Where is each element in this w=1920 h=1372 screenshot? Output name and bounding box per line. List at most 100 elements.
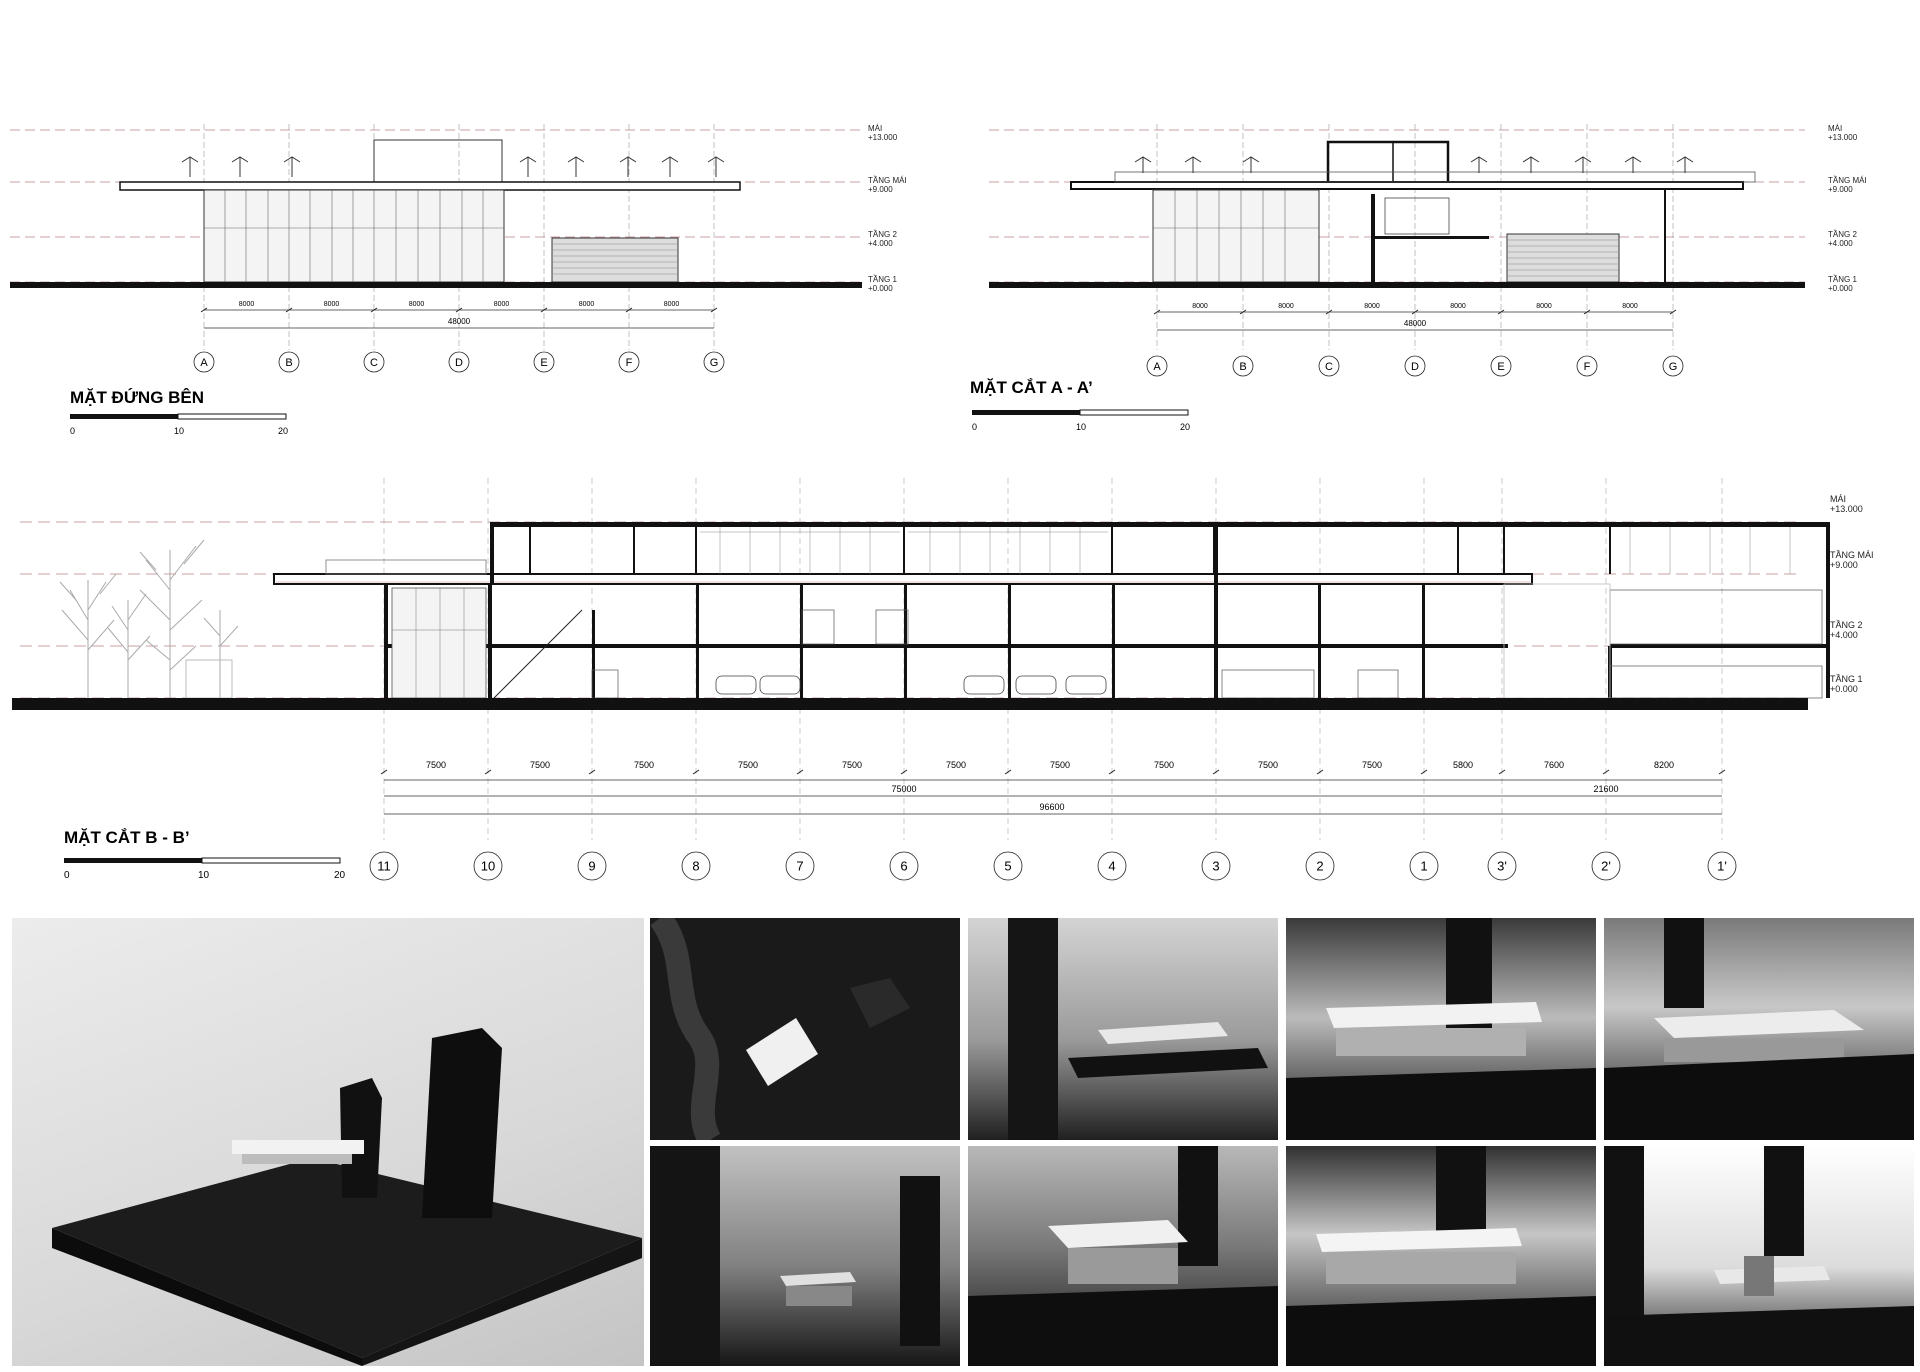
span-label: 7500 xyxy=(530,760,550,770)
grid-label: F xyxy=(626,357,633,369)
level-elev: +0.000 xyxy=(1830,684,1858,694)
dimension-tick xyxy=(1602,769,1610,775)
level-elev: +4.000 xyxy=(1828,239,1853,248)
span-label: 5800 xyxy=(1453,760,1473,770)
grid-bubble xyxy=(363,351,385,373)
grid-label: 8 xyxy=(692,859,699,874)
grid-bubble xyxy=(193,351,215,373)
grid-label: G xyxy=(710,357,719,369)
scale-tick: 20 xyxy=(278,426,288,436)
dimension-tick xyxy=(900,769,908,775)
grid-label: A xyxy=(200,357,208,369)
level-name: TẦNG 2 xyxy=(1828,230,1857,239)
dimension-tick xyxy=(455,307,463,313)
grid-bubble xyxy=(448,351,470,373)
level-name: TẦNG 1 xyxy=(868,275,897,284)
stair xyxy=(493,609,583,699)
dimension-tick xyxy=(1420,769,1428,775)
upper-volume xyxy=(1326,140,1450,188)
grid-bubble xyxy=(1404,355,1426,377)
roof-slab-upper xyxy=(490,522,1830,527)
grid-bubble xyxy=(703,351,725,373)
model-closeup-photo-3 xyxy=(1604,918,1914,1140)
scale-tick: 10 xyxy=(198,870,210,881)
dimension-tick xyxy=(1316,769,1324,775)
level-name: TẦNG MÁI xyxy=(868,176,907,185)
grid-label: 3 xyxy=(1212,859,1219,874)
level-name: TẦNG 1 xyxy=(1828,275,1857,284)
span-label: 7500 xyxy=(426,760,446,770)
grid-label: F xyxy=(1584,361,1591,373)
span-label: 8000 xyxy=(664,301,680,308)
scale-bar-aa: 0 10 20 xyxy=(972,409,1190,432)
grid-bubble xyxy=(618,351,640,373)
span-label: 8000 xyxy=(1450,303,1466,310)
roof-umbrellas xyxy=(1134,156,1694,173)
span-label: 8000 xyxy=(324,301,340,308)
grid-label: B xyxy=(285,357,292,369)
grid-bubble xyxy=(278,351,300,373)
model-closeup-photo-5 xyxy=(968,1146,1278,1366)
dimension-tick xyxy=(1212,769,1220,775)
model-closeup-photo-7 xyxy=(1604,1146,1914,1366)
grid-label: 6 xyxy=(900,859,907,874)
level-elev: +9.000 xyxy=(868,185,893,194)
span-label: 8000 xyxy=(1192,303,1208,310)
scale-bar-side: 0 10 20 xyxy=(70,413,288,436)
grid-label: 1 xyxy=(1420,859,1427,874)
glass-facade xyxy=(203,189,505,283)
grid-label: 11 xyxy=(377,859,391,874)
grid-bubble xyxy=(577,851,607,881)
drawing-title-side-elevation: MẶT ĐỨNG BÊN xyxy=(70,388,205,407)
parking-screen-hatch xyxy=(552,243,678,275)
model-closeup-photo-2 xyxy=(1286,918,1596,1140)
level-name: TẦNG MÁI xyxy=(1828,176,1867,185)
grid-label: A xyxy=(1153,361,1161,373)
level-elev: +9.000 xyxy=(1828,185,1853,194)
level-name: TẦNG MÁI xyxy=(1830,550,1874,560)
grid-label: 2 xyxy=(1316,859,1323,874)
dimension-tick xyxy=(1004,769,1012,775)
dimension-tick xyxy=(1583,309,1591,315)
grid-label: C xyxy=(370,357,378,369)
grid-bubble xyxy=(1490,355,1512,377)
scale-tick: 20 xyxy=(334,870,346,881)
span-label: 7500 xyxy=(738,760,758,770)
total-dimension: 96600 xyxy=(1039,802,1064,812)
roof-railing xyxy=(325,559,487,575)
drawing-title-section-aa: MẶT CẮT A - A’ xyxy=(970,378,1093,397)
drawing-title-section-bb: MẶT CẮT B - B’ xyxy=(64,828,190,847)
span-label: 8000 xyxy=(494,301,510,308)
total-dimension: 48000 xyxy=(1404,319,1427,328)
ground-line xyxy=(989,282,1805,288)
dimension-tick xyxy=(484,769,492,775)
grid-label: 10 xyxy=(481,859,495,874)
grid-bubble xyxy=(785,851,815,881)
level-elev: +4.000 xyxy=(868,239,893,248)
ground-line xyxy=(12,698,1808,710)
dimension-tick xyxy=(1411,309,1419,315)
ground-line xyxy=(10,282,862,288)
level-elev: +13.000 xyxy=(868,133,898,142)
dimension-tick xyxy=(1669,309,1677,315)
span-label: 7500 xyxy=(842,760,862,770)
dimension-tick xyxy=(1325,309,1333,315)
grid-bubble xyxy=(1662,355,1684,377)
parking-screen xyxy=(551,237,679,283)
grid-bubble xyxy=(1318,355,1340,377)
span-label: 7500 xyxy=(1050,760,1070,770)
grid-label: E xyxy=(1497,361,1504,373)
span-label: 7600 xyxy=(1544,760,1564,770)
dimension-tick xyxy=(1497,309,1505,315)
span-label: 8000 xyxy=(1278,303,1294,310)
model-closeup-photo-4 xyxy=(650,1146,960,1366)
scale-tick: 0 xyxy=(70,426,75,436)
grid-label: 3' xyxy=(1497,859,1507,874)
level-name: TẦNG 1 xyxy=(1830,674,1863,684)
level-name: TẦNG 2 xyxy=(1830,620,1863,630)
dimension-tick xyxy=(710,307,718,313)
span-label: 8000 xyxy=(1536,303,1552,310)
level-elev: +0.000 xyxy=(868,284,893,293)
